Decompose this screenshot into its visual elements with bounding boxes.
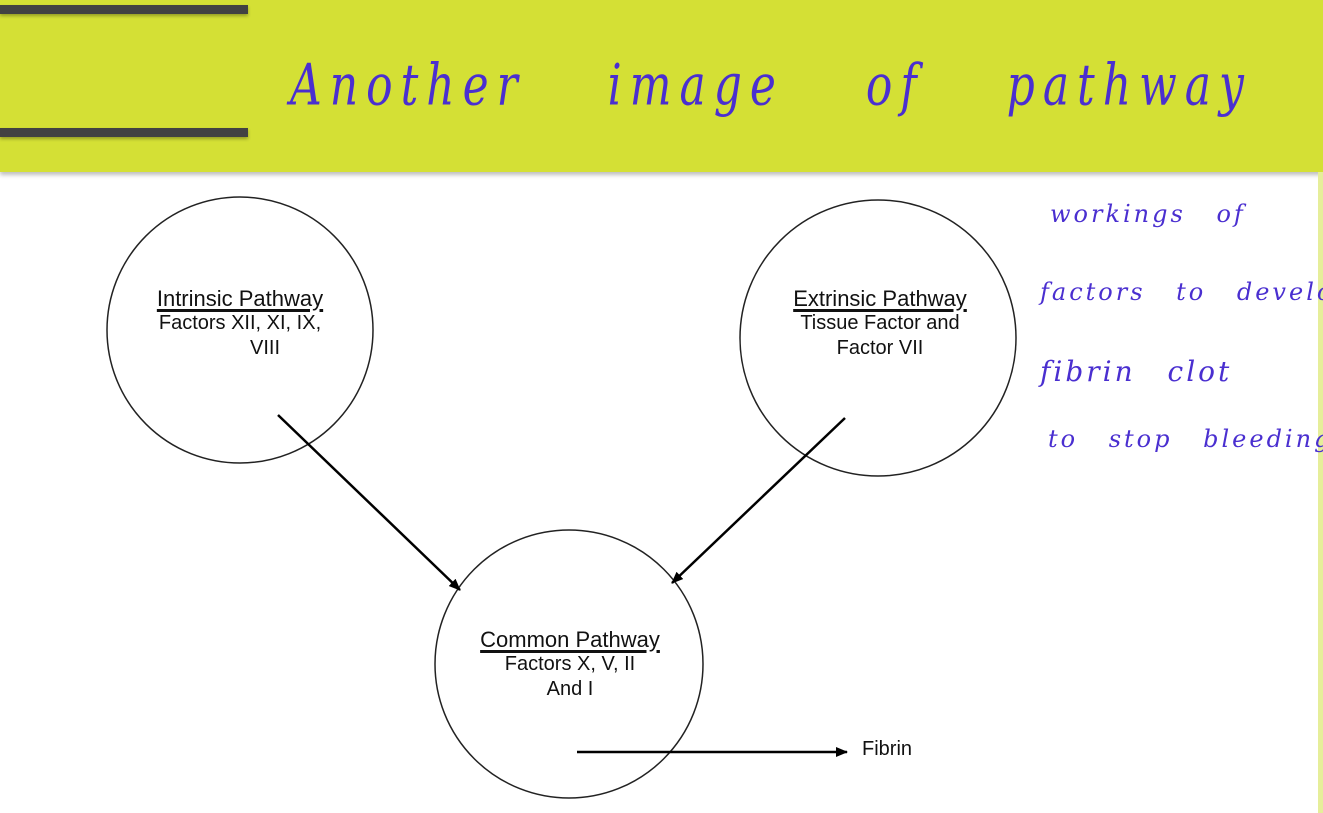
intrinsic-circle [106,196,374,464]
decorative-bar-top [0,5,248,14]
extrinsic-circle [739,199,1017,477]
intrinsic-label: Intrinsic Pathway Factors XII, XI, IX, V… [110,286,370,361]
intrinsic-factors: Factors XII, XI, IX, [158,312,322,334]
arrow-extrinsic-to-common [671,417,846,584]
common-factors: Factors X, V, II [504,653,636,675]
fibrin-label: Fibrin [862,738,913,760]
handwritten-note-line-3: fibrin clot [1040,355,1233,388]
slide-edge [1318,172,1323,813]
decorative-bar-bottom [0,128,248,137]
common-circle [434,529,704,799]
intrinsic-title: Intrinsic Pathway [156,286,324,311]
intrinsic-factors-2: VIII [249,337,280,359]
handwritten-note-line-2: factors to develop [1040,278,1323,306]
common-factors-2: And I [546,678,594,700]
extrinsic-label: Extrinsic Pathway Tissue Factor and Fact… [750,286,1010,361]
handwritten-note-line-1: workings of [1050,200,1246,228]
extrinsic-title: Extrinsic Pathway [793,286,967,311]
common-title: Common Pathway [480,627,660,652]
extrinsic-factors: Tissue Factor and [800,312,960,334]
slide-header: Another image of pathway [0,0,1323,172]
handwritten-note-line-4: to stop bleeding [1048,425,1323,453]
arrow-intrinsic-to-common [277,414,461,591]
handwritten-title: Another image of pathway [290,52,1252,119]
extrinsic-factors-2: Factor VII [836,337,924,359]
common-label: Common Pathway Factors X, V, II And I [440,627,700,702]
